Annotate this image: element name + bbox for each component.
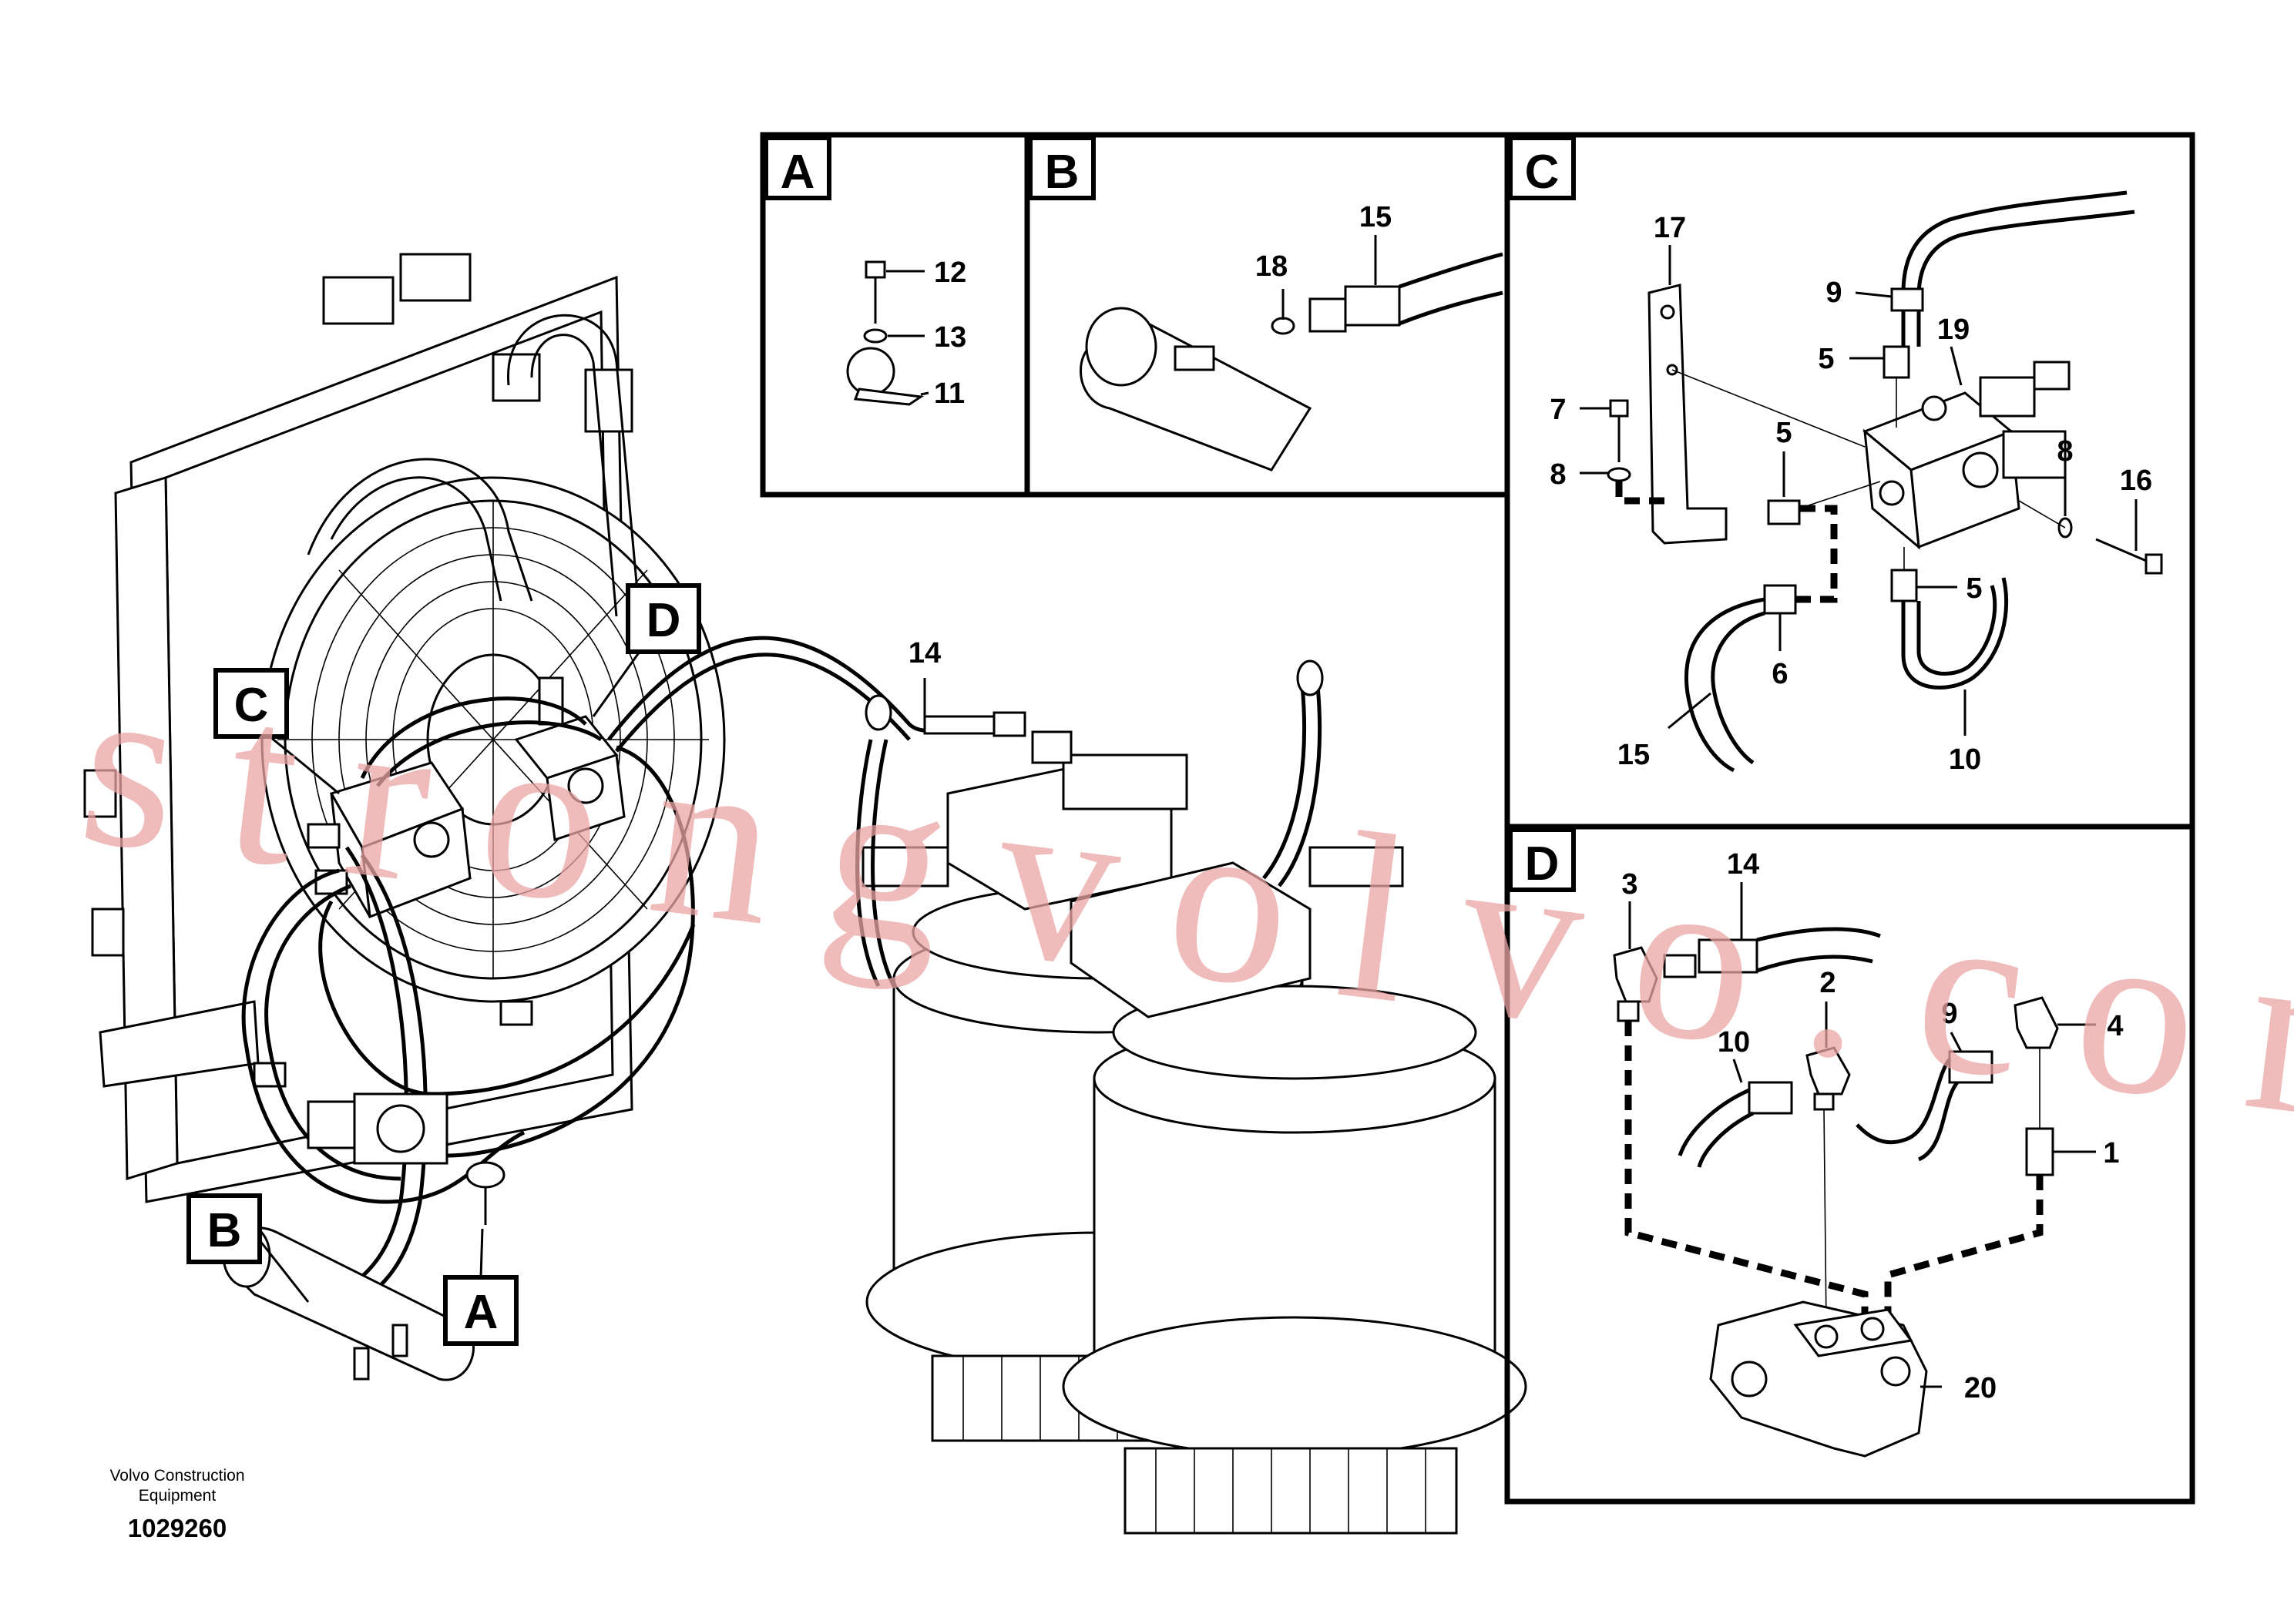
callout-18: 18 [1255, 250, 1288, 283]
bolt-part-7 [1609, 399, 1629, 418]
o-ring-part-18 [1271, 317, 1295, 335]
callout-14-d: 14 [1727, 848, 1759, 881]
callout-8-left: 8 [1550, 458, 1566, 491]
elbow-part-3 [1613, 946, 1658, 1003]
callout-19: 19 [1937, 314, 1970, 346]
elbow-part-2 [1805, 1046, 1851, 1096]
swing-motor-right [1062, 659, 1527, 1535]
svg-text:C: C [234, 679, 269, 732]
document-number: 1029260 [128, 1514, 227, 1542]
clamp-part-a [465, 1161, 505, 1225]
radiator-pipe-loop [307, 314, 641, 617]
view-label-b: B [186, 1193, 310, 1303]
callout-10-c: 10 [1949, 743, 1981, 776]
detail-box-b: B 18 15 [1024, 132, 1510, 498]
callout-5-top: 5 [1818, 343, 1834, 375]
callout-17: 17 [1654, 212, 1686, 244]
callout-9-c: 9 [1825, 277, 1842, 309]
callout-16: 16 [2120, 465, 2152, 497]
hose-part-15-c [1684, 597, 1765, 773]
bolt-part-12 [865, 260, 886, 279]
svg-text:D: D [647, 594, 681, 647]
view-label-d: D [592, 583, 701, 717]
clamp-part-11 [846, 347, 895, 396]
detail-box-a: A 12 13 11 [760, 132, 1030, 498]
hose-part-10-d [1678, 1088, 1751, 1156]
company-name-line1: Volvo Construction [109, 1467, 244, 1485]
detail-box-d: D 3 14 [1504, 824, 2195, 1505]
callout-13: 13 [934, 321, 966, 354]
callout-15-b: 15 [1359, 201, 1392, 233]
detail-label-a: A [781, 146, 815, 199]
detail-label-d: D [1525, 837, 1560, 891]
detail-box-c: C [1504, 132, 2195, 830]
company-name-line2: Equipment [139, 1487, 217, 1505]
hose-14-main [865, 694, 1073, 764]
callout-11: 11 [934, 377, 965, 410]
fitting-part-6 [1763, 584, 1797, 615]
svg-text:A: A [464, 1286, 499, 1339]
callout-1: 1 [2103, 1137, 2119, 1169]
detail-label-c: C [1525, 146, 1560, 199]
fitting-part-5-bottom [1890, 569, 1918, 602]
hose-part-15 [1399, 252, 1503, 289]
callout-10-d: 10 [1718, 1026, 1750, 1059]
callout-9-d: 9 [1941, 998, 1957, 1030]
callout-14-main: 14 [909, 637, 941, 669]
callout-6: 6 [1772, 658, 1788, 690]
svg-text:B: B [207, 1204, 242, 1257]
callout-5-side: 5 [1775, 417, 1792, 449]
view-label-a: A [443, 1228, 519, 1346]
bolt-part-16 [2095, 538, 2151, 564]
washer-part-13 [863, 328, 888, 344]
hose-part-9-d [1856, 1058, 1952, 1145]
elbow-part-4 [2014, 996, 2059, 1049]
callout-5-bottom: 5 [1966, 572, 1982, 605]
callout-12: 12 [934, 257, 966, 289]
fitting-part-5-side [1767, 499, 1801, 525]
fitting-part-1 [2025, 1127, 2054, 1176]
callout-4: 4 [2107, 1010, 2123, 1042]
hydraulic-valve-block-d [514, 676, 626, 842]
washer-part-8 [1607, 467, 1631, 482]
callout-2: 2 [1819, 967, 1836, 999]
hose-part-14-d [1756, 927, 1881, 942]
callout-20: 20 [1964, 1372, 1997, 1404]
view-label-c: C [213, 668, 340, 795]
callout-3: 3 [1621, 868, 1637, 901]
callout-7: 7 [1550, 394, 1566, 426]
detail-label-b: B [1045, 146, 1080, 199]
callout-8-right: 8 [2057, 435, 2073, 468]
fitting-part-5-top [1883, 345, 1910, 379]
callout-15-c: 15 [1617, 739, 1650, 771]
bracket-part-17 [1647, 284, 1728, 545]
hose-part-10-c [1901, 577, 2009, 690]
